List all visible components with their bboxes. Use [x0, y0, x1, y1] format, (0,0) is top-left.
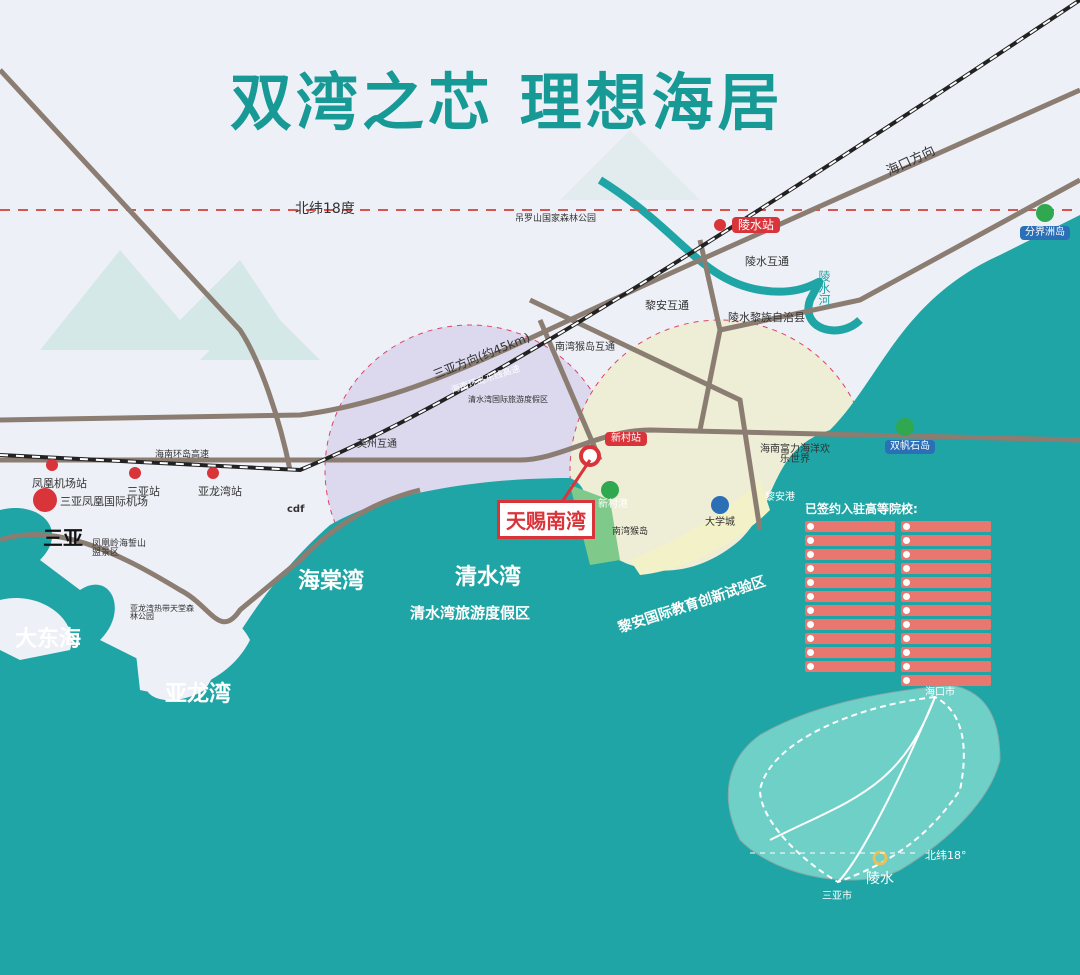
railway-dashes — [0, 0, 1080, 472]
ring-expressway-label: 海南环岛高速 — [155, 450, 210, 460]
page-title: 双湾之芯 理想海居 — [230, 66, 784, 139]
university-pill — [901, 619, 991, 630]
qingshuiwan-label: 清水湾 — [455, 564, 522, 590]
university-pill — [805, 591, 895, 602]
inset-railway-loop — [758, 695, 965, 884]
lingshui-county-label: 陵水黎族自治县 — [728, 311, 805, 324]
yingzhou-interchange-label: 英州互通 — [357, 439, 397, 450]
mountain-illustration — [40, 130, 700, 360]
lingshui-river-label: 陵水河 — [817, 270, 831, 306]
yalongwan-forest-label: 亚龙湾热带天堂森林公园 — [130, 604, 194, 621]
university-pill — [805, 647, 895, 658]
shuangfan-icon — [896, 418, 914, 436]
university-pill — [901, 577, 991, 588]
fuli-ocean-label: 海南富力海洋欢乐世界 — [760, 444, 830, 465]
university-column-left — [805, 518, 895, 689]
lingshui-marker-icon — [872, 850, 888, 866]
university-pill — [901, 633, 991, 644]
sanya-peninsula — [0, 596, 250, 693]
fenghuangling-label: 凤凰岭海誓山盟景区 — [92, 539, 147, 558]
hainan-inset-map — [727, 684, 1001, 881]
university-pill — [805, 563, 895, 574]
dadonghai-label: 大东海 — [15, 626, 82, 652]
university-pill — [901, 521, 991, 532]
nanwan-interchange-label: 南湾猴岛互通 — [555, 342, 615, 353]
fenjiezhou-icon — [1036, 204, 1054, 222]
lian-interchange-label: 黎安互通 — [645, 299, 689, 312]
inset-haikou-label: 海口市 — [925, 687, 955, 698]
xincun-port-label: 新村港 — [598, 499, 628, 510]
inset-latitude-label: 北纬18° — [925, 849, 967, 862]
university-pill — [805, 521, 895, 532]
latitude-label: 北纬18度 — [295, 201, 355, 217]
university-city-label: 大学城 — [705, 517, 735, 528]
university-pill — [901, 549, 991, 560]
nanwan-monkey-label: 南湾猴岛 — [612, 527, 649, 537]
university-pill — [901, 563, 991, 574]
university-icon — [711, 496, 729, 514]
university-pill — [805, 661, 895, 672]
airport-label: 三亚凤凰国际机场 — [60, 495, 148, 508]
sanya-station-label: 三亚站 — [127, 485, 160, 498]
station-icons — [33, 219, 726, 512]
university-pill — [901, 591, 991, 602]
lian-port-label: 黎安港 — [765, 492, 795, 503]
fenjiezhou-label: 分界洲岛 — [1020, 226, 1070, 240]
haitangwan-label: 海棠湾 — [298, 568, 365, 594]
yalongwan-station-label: 亚龙湾站 — [198, 485, 242, 498]
university-pill — [805, 535, 895, 546]
xincun-port-icon — [601, 481, 619, 499]
university-pill — [805, 605, 895, 616]
university-list: 已签约入驻高等院校: — [805, 503, 991, 689]
inset-expressways — [769, 696, 936, 883]
yalongwan-label: 亚龙湾 — [165, 681, 232, 707]
shuangfan-label: 双帆石岛 — [885, 440, 935, 454]
project-brand-label: 天赐南湾 — [497, 500, 595, 539]
university-pill — [805, 577, 895, 588]
xincun-station-label: 新村站 — [605, 432, 647, 446]
university-pill — [901, 535, 991, 546]
roads — [0, 68, 1080, 625]
university-pill — [805, 619, 895, 630]
inset-lingshui-label: 陵水 — [866, 871, 894, 887]
diaoluo-label: 吊罗山国家森林公园 — [515, 214, 597, 224]
qingshuiwan-resort-label: 清水湾国际旅游度假区 — [468, 395, 548, 404]
lingshui-station-label: 陵水站 — [732, 217, 781, 233]
university-city-land — [630, 480, 770, 575]
lingshui-river — [597, 176, 863, 335]
phoenix-station-label: 凤凰机场站 — [32, 477, 87, 490]
cdf-logo: cdf — [287, 504, 305, 515]
university-pill — [805, 633, 895, 644]
lingshui-interchange-label: 陵水互通 — [745, 255, 789, 268]
inset-sanya-label: 三亚市 — [822, 891, 852, 902]
university-pill — [901, 605, 991, 616]
project-pointer-line — [558, 459, 592, 506]
qingshuiwan-zone-label: 清水湾旅游度假区 — [410, 604, 531, 622]
university-pill — [901, 661, 991, 672]
university-list-heading: 已签约入驻高等院校: — [805, 502, 918, 516]
sanya-label: 三亚 — [43, 526, 83, 550]
university-pill — [901, 647, 991, 658]
project-location-icon — [579, 445, 601, 467]
university-column-right — [901, 518, 991, 689]
university-pill — [805, 549, 895, 560]
university-pill — [901, 675, 991, 686]
